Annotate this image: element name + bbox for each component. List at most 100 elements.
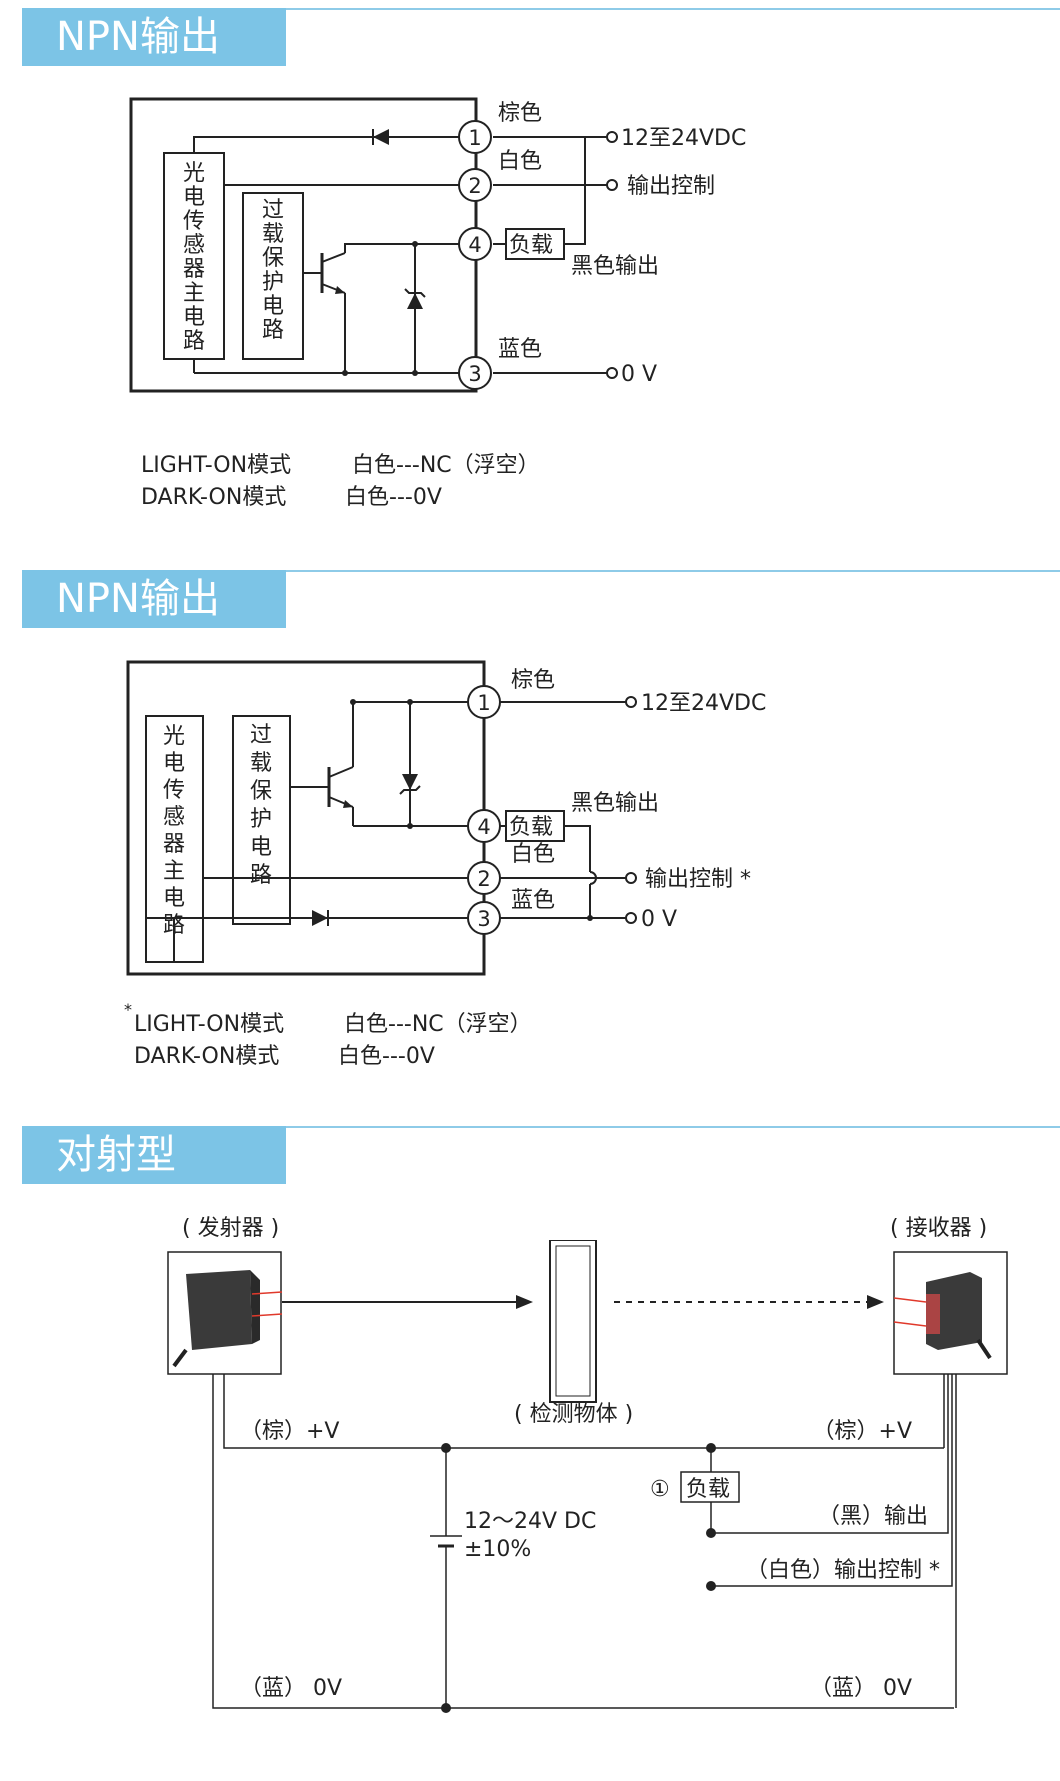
svg-text:主: 主 <box>183 281 205 306</box>
section1-rule <box>22 8 1060 10</box>
svg-text:电: 电 <box>163 751 185 776</box>
section2-note-val1: 白色---NC（浮空） <box>344 1012 532 1037</box>
supply-label: 12至24VDC <box>641 691 766 716</box>
object-label: ( 检测物体 ) <box>514 1402 634 1427</box>
section2-title: NPN输出 <box>22 570 286 628</box>
load-label: 负载 <box>509 233 553 258</box>
svg-text:光: 光 <box>163 724 185 749</box>
svg-text:主: 主 <box>163 859 185 884</box>
zero-v-label: 0 V <box>621 362 657 387</box>
protect-circuit-box <box>242 192 304 360</box>
arrow-right-icon <box>867 1295 884 1309</box>
wire-brown-label: 棕色 <box>511 668 555 693</box>
section2-asterisk: * <box>124 1000 132 1019</box>
wire-blue-label: 蓝色 <box>498 337 542 362</box>
section1-header: NPN输出 <box>0 0 1060 70</box>
svg-text:光: 光 <box>183 161 205 186</box>
section2-note-val2: 白色---0V <box>338 1044 435 1069</box>
terminal-1-label: 1 <box>477 691 490 715</box>
terminal-2-label: 2 <box>477 867 490 891</box>
protect-circuit-label: 过 载 保 护 电 路 <box>250 723 272 888</box>
emitter-device-icon <box>172 1270 283 1368</box>
black-output-label: 黑色输出 <box>571 254 659 279</box>
section2-note-mode2: DARK-ON模式 <box>134 1044 280 1069</box>
wire-white-label: 白色 <box>511 842 555 867</box>
left-brown-label: （棕）+V <box>240 1419 339 1444</box>
arrow-right-icon <box>516 1295 533 1309</box>
diode-icon <box>312 910 328 926</box>
right-brown-label: （棕）+V <box>813 1419 912 1444</box>
svg-text:电: 电 <box>163 886 185 911</box>
section1-note-mode2: DARK-ON模式 <box>141 485 287 510</box>
section2-wiring-diagram: 1 4 2 3 光 电 传 感 器 主 电 路 过 载 保 护 电 路 棕色 1… <box>126 660 766 976</box>
svg-text:路: 路 <box>250 863 272 888</box>
section3-wiring-diagram: （棕）+V （蓝） 0V 12～24V DC ±10% ① 负载 （棕）+V （… <box>167 1240 1008 1713</box>
receiver-device-icon <box>893 1272 992 1360</box>
svg-text:感: 感 <box>163 805 185 830</box>
section1-title: NPN输出 <box>22 8 286 66</box>
main-circuit-label: 光 电 传 感 器 主 电 路 <box>183 161 205 354</box>
wire-blue-label: 蓝色 <box>511 888 555 913</box>
output-control-label: 输出控制 * <box>645 867 751 892</box>
right-blue-label: （蓝） 0V <box>810 1676 912 1701</box>
zero-v-label: 0 V <box>641 907 677 932</box>
section3-header: 对射型 <box>0 1118 1060 1188</box>
load-number: ① <box>650 1477 670 1502</box>
section2-note-mode1: LIGHT-ON模式 <box>134 1012 285 1037</box>
svg-text:保: 保 <box>250 779 272 804</box>
svg-text:保: 保 <box>262 246 284 271</box>
section2-rule <box>22 570 1060 572</box>
terminal-4-label: 4 <box>477 815 490 839</box>
section3-title: 对射型 <box>22 1126 286 1184</box>
wire-white-label: 白色 <box>498 149 542 174</box>
section1-wiring-diagram: 1 2 4 3 光 电 传 感 器 主 电 路 过 载 保 护 电 路 棕色 白… <box>129 97 746 393</box>
terminal-4-label: 4 <box>468 233 481 257</box>
supply-label: 12至24VDC <box>621 126 746 151</box>
terminal-2-label: 2 <box>468 174 481 198</box>
svg-text:路: 路 <box>262 318 284 343</box>
section3-rule <box>22 1126 1060 1128</box>
diode-icon <box>373 129 389 145</box>
receiver-label: ( 接收器 ) <box>890 1216 988 1241</box>
svg-text:护: 护 <box>250 807 272 832</box>
svg-text:电: 电 <box>183 185 205 210</box>
right-black-label: （黑）输出 <box>818 1504 928 1529</box>
terminal-1 <box>458 120 492 154</box>
black-output-label: 黑色输出 <box>571 791 659 816</box>
zener-diode-icon <box>407 293 423 309</box>
svg-text:器: 器 <box>183 257 205 282</box>
load-label: 负载 <box>509 815 553 840</box>
terminal-1-label: 1 <box>468 126 481 150</box>
right-white-label: （白色）输出控制 * <box>746 1558 940 1583</box>
svg-text:过: 过 <box>250 723 272 748</box>
svg-text:器: 器 <box>163 832 185 857</box>
terminal-3-label: 3 <box>477 907 490 931</box>
svg-text:电: 电 <box>183 305 205 330</box>
svg-text:载: 载 <box>250 751 272 776</box>
svg-text:护: 护 <box>262 270 284 295</box>
left-blue-label: （蓝） 0V <box>240 1676 342 1701</box>
supply-line1: 12～24V DC <box>464 1509 596 1534</box>
svg-text:过: 过 <box>262 198 284 223</box>
section1-note-val2: 白色---0V <box>345 485 442 510</box>
section1-note-val1: 白色---NC（浮空） <box>352 453 540 478</box>
wire-brown-label: 棕色 <box>498 101 542 126</box>
svg-text:感: 感 <box>183 233 205 258</box>
terminal-2 <box>458 168 492 202</box>
svg-text:传: 传 <box>163 778 185 803</box>
load-label: 负载 <box>686 1477 730 1502</box>
terminal-3-label: 3 <box>468 362 481 386</box>
protect-circuit-label: 过 载 保 护 电 路 <box>262 198 284 343</box>
terminal-3 <box>458 356 492 390</box>
main-circuit-label: 光 电 传 感 器 主 电 路 <box>163 724 185 938</box>
svg-text:载: 载 <box>262 222 284 247</box>
section2-header: NPN输出 <box>0 562 1060 632</box>
svg-text:传: 传 <box>183 209 205 234</box>
section1-note-mode1: LIGHT-ON模式 <box>141 453 292 478</box>
supply-line2: ±10% <box>464 1537 531 1562</box>
object-box <box>549 1240 597 1403</box>
svg-text:路: 路 <box>183 329 205 354</box>
emitter-label: ( 发射器 ) <box>182 1216 280 1241</box>
terminal-4 <box>458 227 492 261</box>
output-control-label: 输出控制 <box>627 174 715 199</box>
